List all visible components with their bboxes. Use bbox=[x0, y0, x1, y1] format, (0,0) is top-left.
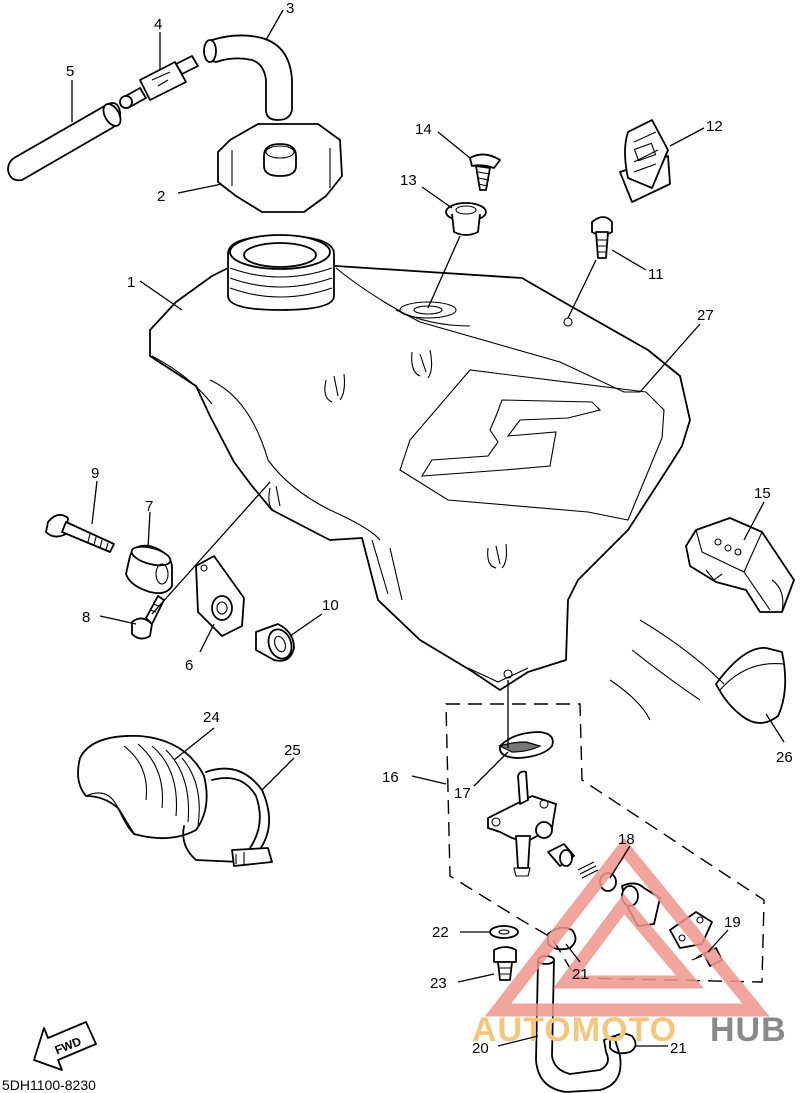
part-8-bolt bbox=[131, 595, 165, 640]
callout-7: 7 bbox=[145, 498, 153, 515]
callout-27: 27 bbox=[697, 307, 714, 324]
part-25-band bbox=[182, 767, 273, 867]
part-24-boot bbox=[77, 734, 208, 840]
part-12-clip bbox=[619, 119, 671, 203]
part-2-fuel-cap bbox=[217, 123, 343, 213]
callout-18: 18 bbox=[618, 831, 635, 848]
watermark-brand-b: HUB bbox=[710, 1011, 787, 1049]
callout-10: 10 bbox=[322, 597, 339, 614]
callout-4: 4 bbox=[154, 16, 162, 33]
callout-25: 25 bbox=[284, 742, 301, 759]
callout-11: 11 bbox=[648, 266, 664, 283]
callout-14: 14 bbox=[415, 121, 432, 138]
part-7-collar bbox=[125, 544, 173, 595]
part-6-bracket bbox=[195, 555, 245, 637]
callout-20: 20 bbox=[472, 1040, 489, 1057]
callout-9: 9 bbox=[91, 465, 99, 482]
part-10-collar bbox=[255, 623, 295, 662]
fuel-cock-body bbox=[487, 770, 557, 877]
watermark-brand-a: AUTOMOTO bbox=[472, 1011, 677, 1049]
part-9-bolt bbox=[45, 513, 115, 553]
callout-5: 5 bbox=[66, 63, 74, 80]
part-17-gasket bbox=[498, 731, 554, 759]
callout-labels: 1 2 3 4 5 6 7 8 9 10 11 12 13 14 15 16 1… bbox=[66, 0, 793, 1057]
drawing-code: 5DH1100-8230 bbox=[2, 1077, 96, 1093]
fwd-direction-arrow-icon: FWD bbox=[33, 1021, 97, 1071]
part-23-bolt bbox=[493, 946, 517, 981]
part-5-hose bbox=[7, 102, 122, 182]
callout-8: 8 bbox=[82, 609, 90, 626]
part-14-screw bbox=[469, 153, 501, 191]
callout-26: 26 bbox=[776, 749, 793, 766]
part-4-breather-valve bbox=[119, 55, 199, 109]
callout-16: 16 bbox=[382, 769, 399, 786]
callout-2: 2 bbox=[157, 188, 165, 205]
callout-21a: 21 bbox=[572, 966, 589, 983]
callout-21b: 21 bbox=[670, 1040, 687, 1057]
callout-1: 1 bbox=[127, 274, 135, 291]
callout-15: 15 bbox=[754, 485, 771, 502]
callout-17: 17 bbox=[454, 785, 471, 802]
callout-24: 24 bbox=[203, 709, 220, 726]
part-3-bent-hose bbox=[203, 34, 293, 121]
callout-12: 12 bbox=[706, 118, 723, 135]
part-11-bolt bbox=[591, 216, 613, 259]
callout-6: 6 bbox=[185, 657, 193, 674]
callout-23: 23 bbox=[430, 975, 447, 992]
callout-13: 13 bbox=[400, 172, 417, 189]
callout-22: 22 bbox=[432, 924, 449, 941]
leader-lines bbox=[71, 9, 785, 1047]
part-13-damper bbox=[445, 202, 487, 236]
callout-3: 3 bbox=[286, 0, 294, 17]
part-1-fuel-tank bbox=[149, 234, 691, 691]
part-15-damper bbox=[685, 517, 795, 613]
callout-19: 19 bbox=[724, 914, 741, 931]
part-22-washer bbox=[489, 925, 519, 939]
automotohub-watermark: AUTOMOTO HUB bbox=[472, 837, 787, 1049]
part-26-damper bbox=[609, 619, 787, 724]
